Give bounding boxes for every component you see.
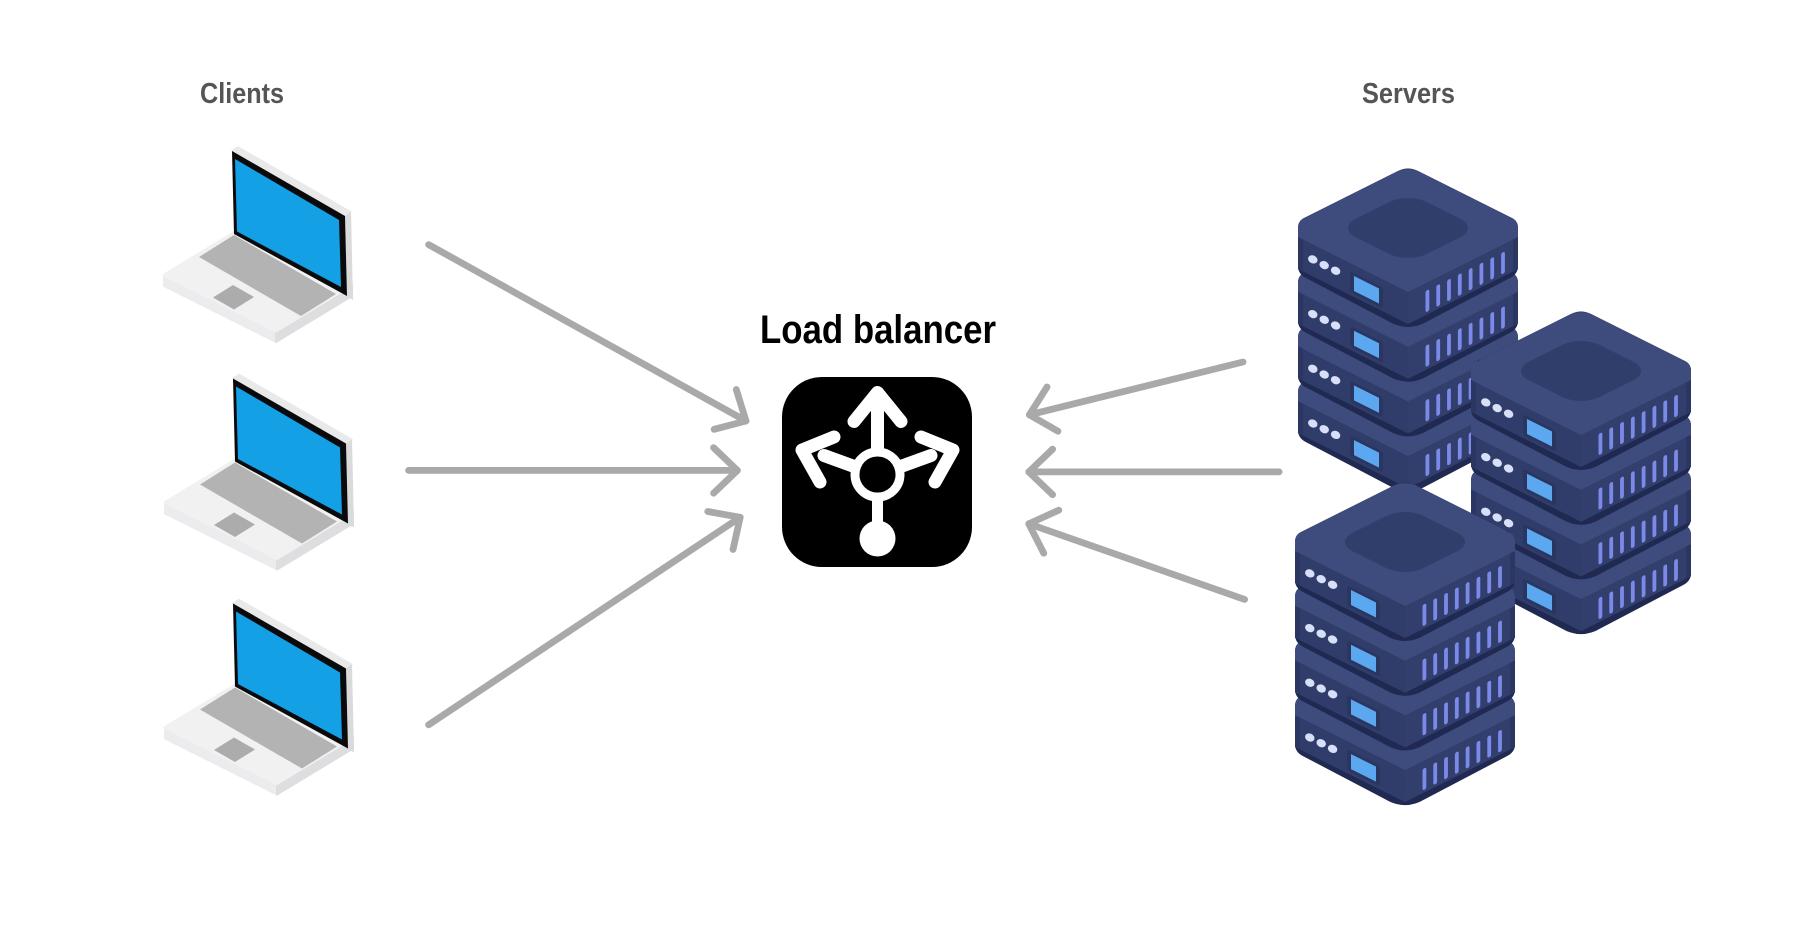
- svg-text:Servers: Servers: [1362, 78, 1455, 110]
- svg-text:Load balancer: Load balancer: [760, 308, 996, 352]
- svg-text:Clients: Clients: [200, 78, 284, 110]
